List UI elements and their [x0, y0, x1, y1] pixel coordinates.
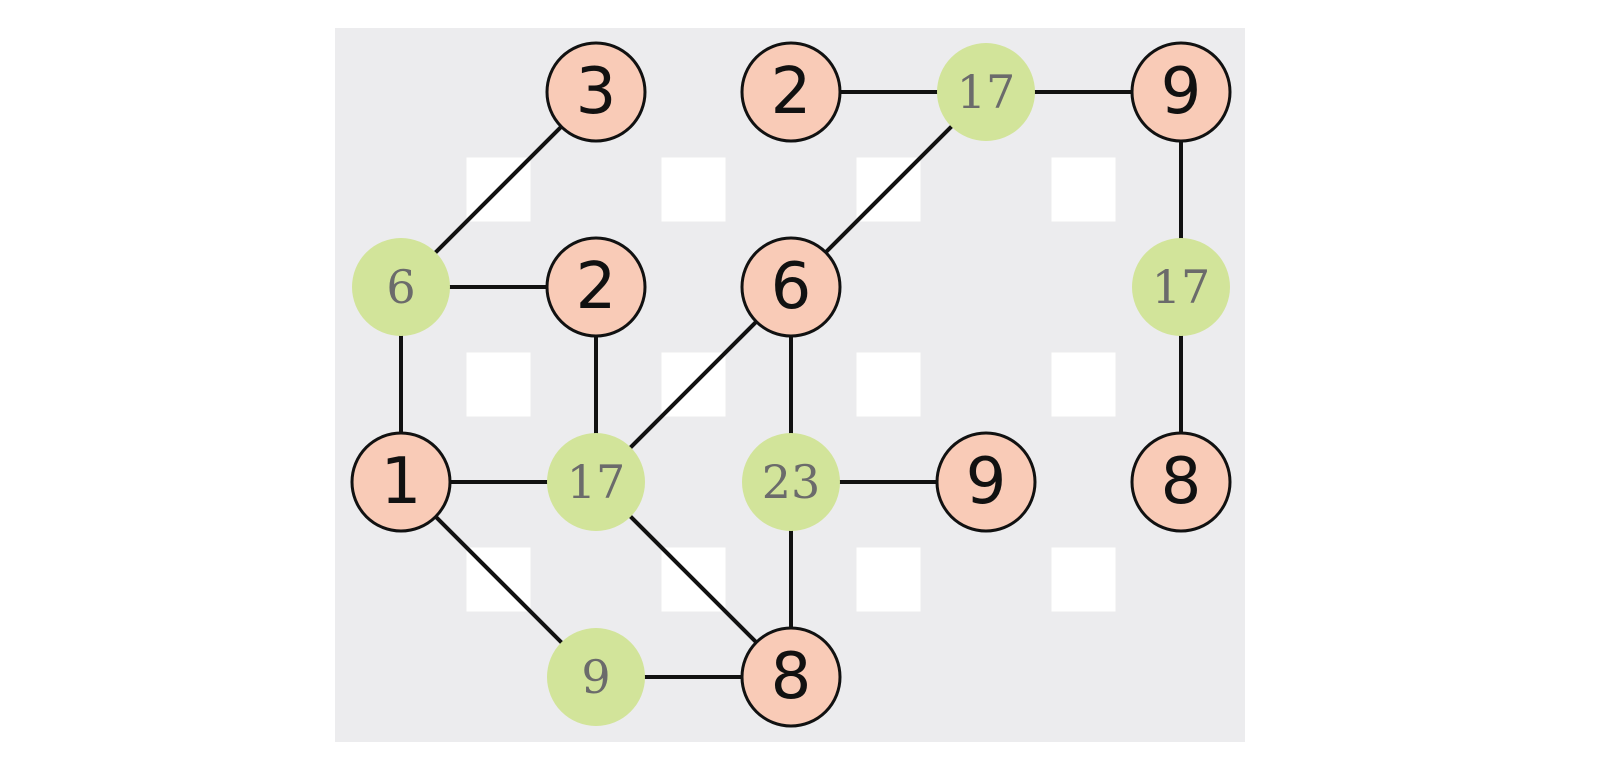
nodes-layer: 3 2 17 9 6 2 6 17 1 17 23 9 8 9 8: [350, 41, 1232, 728]
node-salmon-n09[interactable]: 6: [740, 236, 842, 338]
node-salmon-n06[interactable]: 9: [1130, 41, 1232, 143]
node-green-n12[interactable]: 17: [547, 433, 645, 531]
window-square: [1051, 157, 1116, 222]
node-salmon-n03[interactable]: 3: [545, 41, 647, 143]
node-label: 6: [386, 260, 415, 314]
node-circle: [1130, 431, 1232, 533]
node-circle: [1130, 41, 1232, 143]
node-green-n07[interactable]: 6: [352, 238, 450, 336]
node-circle: [937, 43, 1035, 141]
node-circle: [545, 236, 647, 338]
node-circle: [547, 433, 645, 531]
node-label: 3: [576, 55, 617, 129]
node-circle: [1132, 238, 1230, 336]
node-circle: [547, 628, 645, 726]
node-label: 9: [581, 650, 610, 704]
node-label: 8: [1161, 445, 1202, 519]
node-label: 9: [966, 445, 1007, 519]
node-label: 17: [957, 65, 1016, 119]
node-circle: [740, 236, 842, 338]
window-square: [856, 352, 921, 417]
node-salmon-n04[interactable]: 2: [740, 41, 842, 143]
node-green-n16[interactable]: 9: [547, 628, 645, 726]
node-circle: [350, 431, 452, 533]
window-square: [856, 547, 921, 612]
node-salmon-n08[interactable]: 2: [545, 236, 647, 338]
node-label: 23: [762, 455, 821, 509]
node-label: 2: [576, 250, 617, 324]
node-green-n05[interactable]: 17: [937, 43, 1035, 141]
node-salmon-n17[interactable]: 8: [740, 626, 842, 728]
node-label: 8: [771, 640, 812, 714]
node-circle: [352, 238, 450, 336]
node-label: 1: [381, 445, 422, 519]
node-green-n10[interactable]: 17: [1132, 238, 1230, 336]
node-circle: [545, 41, 647, 143]
node-label: 2: [771, 55, 812, 129]
node-label: 9: [1161, 55, 1202, 129]
node-label: 17: [567, 455, 626, 509]
node-salmon-n11[interactable]: 1: [350, 431, 452, 533]
node-circle: [742, 433, 840, 531]
node-label: 6: [771, 250, 812, 324]
node-circle: [740, 41, 842, 143]
window-square: [1051, 352, 1116, 417]
window-square: [466, 352, 531, 417]
window-square: [661, 157, 726, 222]
node-green-n13[interactable]: 23: [742, 433, 840, 531]
node-label: 17: [1152, 260, 1211, 314]
node-salmon-n15[interactable]: 8: [1130, 431, 1232, 533]
node-salmon-n14[interactable]: 9: [935, 431, 1037, 533]
node-circle: [935, 431, 1037, 533]
node-circle: [740, 626, 842, 728]
window-square: [1051, 547, 1116, 612]
